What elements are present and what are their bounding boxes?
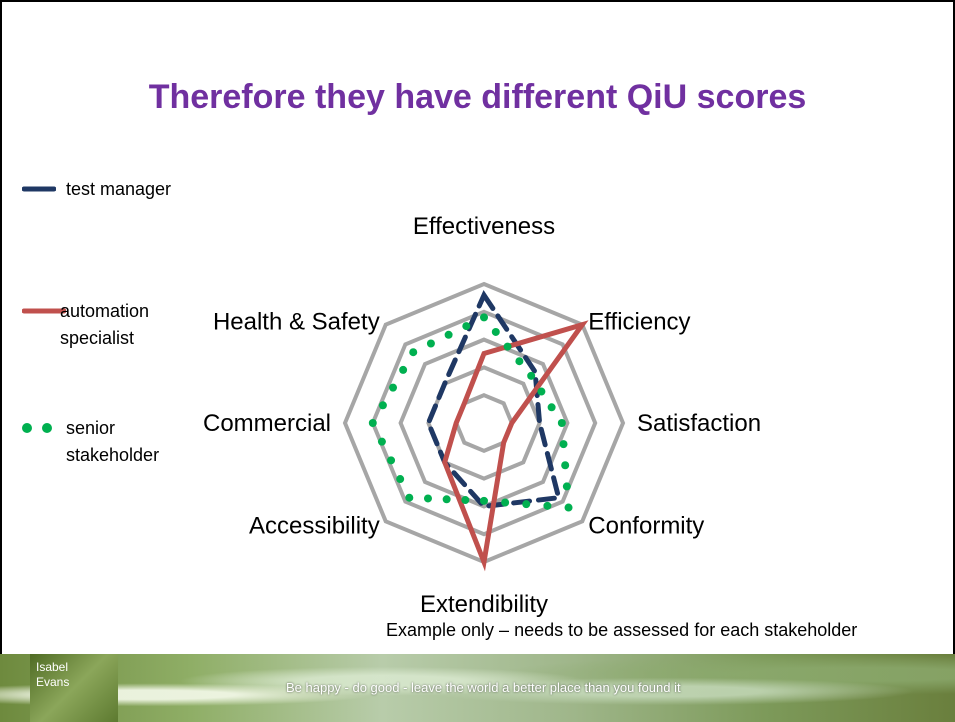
legend-label-test-manager: test manager [66,179,172,199]
legend-label-automation-line1: automation [60,301,150,321]
series-senior-stakeholder-dot [547,403,556,412]
legend-label-automation-line2: specialist [60,328,135,348]
axis-label-extendibility: Extendibility [420,591,548,618]
grid-ring-3 [398,337,570,509]
axis-label-health-safety: Health & Safety [213,309,380,336]
radar-axis-labels: EffectivenessEfficiencySatisfactionConfo… [203,213,761,618]
series-senior-stakeholder-dot [564,503,573,512]
radar-series [368,289,589,572]
series-senior-stakeholder-dot [387,456,396,465]
legend-label-senior-line2: stakeholder [66,445,160,465]
series-senior-stakeholder-dot [515,357,524,366]
series-senior-stakeholder-dot [557,419,566,427]
footer-tagline: Be happy - do good - leave the world a b… [286,680,681,695]
footer-author: Isabel Evans [36,660,70,689]
series-senior-stakeholder-dot [527,371,536,380]
footer-thumbnail-image [30,654,118,722]
series-automation-specialist-line [442,320,589,572]
series-senior-stakeholder-dot [501,498,510,507]
slide-frame [0,0,955,654]
slide-title: Therefore they have different QiU scores [148,78,807,116]
series-senior-stakeholder-dot [522,500,531,509]
series-senior-stakeholder-dot [543,501,552,510]
series-senior-stakeholder-dot [426,339,435,348]
legend-label-senior-stakeholder: senior stakeholder [66,415,159,469]
legend-label-automation-specialist: automation specialist [60,298,149,352]
legend-swatch-test-manager [22,186,56,192]
series-senior-stakeholder-dot [389,383,398,392]
series-senior-stakeholder-dot [503,342,512,351]
series-senior-stakeholder-dot [444,330,453,339]
series-senior-stakeholder-dot [561,461,570,470]
series-senior-stakeholder-dot [405,493,414,502]
series-senior-stakeholder-dot [480,313,488,322]
series-senior-stakeholder-dot [396,475,405,484]
series-senior-stakeholder-dot [562,482,571,491]
axis-label-conformity: Conformity [588,512,704,539]
series-senior-stakeholder-dot [368,419,377,427]
series-senior-stakeholder-dot [377,437,386,446]
series-senior-stakeholder-dot [462,322,471,331]
series-senior-stakeholder-dot [423,494,432,503]
axis-label-commercial: Commercial [203,410,331,437]
series-senior-stakeholder-dot [409,348,418,357]
series-senior-stakeholder-dot [491,327,500,336]
radar-chart: EffectivenessEfficiencySatisfactionConfo… [203,213,761,618]
series-senior-stakeholder-dot [559,440,568,449]
footer-banner [0,654,955,722]
axis-label-effectiveness: Effectiveness [413,213,555,240]
series-senior-stakeholder-dot [442,495,451,504]
legend-swatch-automation-specialist [22,308,66,314]
example-note: Example only – needs to be assessed for … [386,620,858,640]
series-senior-stakeholder-dot [461,496,470,505]
axis-label-satisfaction: Satisfaction [637,410,761,437]
series-senior-stakeholder-dot [378,401,387,410]
grid-ring-4 [370,309,598,537]
legend-swatch-senior-stakeholder [22,423,52,433]
series-senior-stakeholder-dot [399,365,408,374]
axis-label-accessibility: Accessibility [249,512,380,539]
series-senior-stakeholder-dot [537,387,546,396]
legend-label-senior-line1: senior [66,418,116,438]
axis-label-efficiency: Efficiency [588,309,690,336]
series-senior-stakeholder-dot [480,496,488,505]
